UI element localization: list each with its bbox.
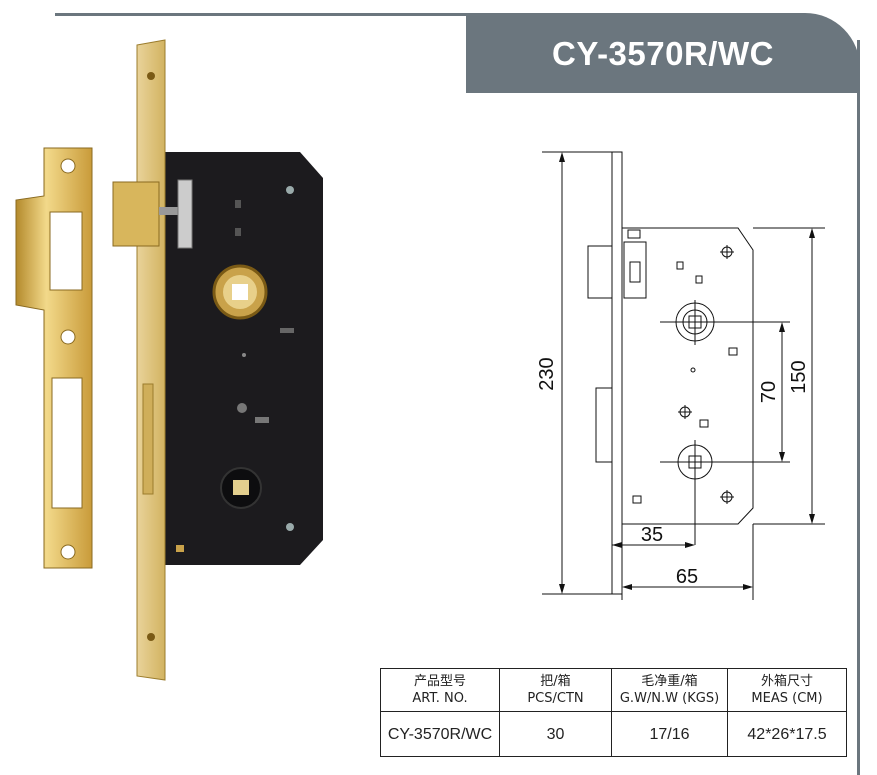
spec-header-pcs: 把/箱 PCS/CTN (499, 668, 612, 712)
spec-pcs: 30 (499, 711, 612, 757)
drawing-case (621, 227, 754, 525)
dim-total-height: 230 (536, 357, 558, 390)
strike-plate (15, 147, 93, 569)
header-cn: 产品型号 (413, 674, 466, 689)
header-rule (55, 13, 475, 16)
spec-weight: 17/16 (611, 711, 728, 757)
header-cn: 外箱尺寸 (760, 674, 813, 689)
spec-table: 产品型号 ART. NO. 把/箱 PCS/CTN 毛净重/箱 G.W/N.W … (380, 668, 847, 757)
spec-header-row: 产品型号 ART. NO. 把/箱 PCS/CTN 毛净重/箱 G.W/N.W … (380, 668, 847, 712)
header-en: PCS/CTN (527, 691, 584, 706)
spec-header-weight: 毛净重/箱 G.W/N.W (KGS) (611, 668, 728, 712)
dim-spindle-distance: 70 (758, 381, 780, 403)
latch-bolt (112, 179, 193, 249)
spec-art-no: CY-3570R/WC (380, 711, 500, 757)
dim-case-height: 150 (788, 360, 810, 393)
dim-backset: 35 (641, 524, 663, 546)
product-title: CY-3570R/WC (552, 35, 774, 72)
lock-body (165, 152, 323, 565)
spec-meas: 42*26*17.5 (727, 711, 847, 757)
header-en: ART. NO. (412, 691, 468, 706)
spec-header-art-no: 产品型号 ART. NO. (380, 668, 500, 712)
spec-value-row: CY-3570R/WC 30 17/16 42*26*17.5 (380, 711, 847, 757)
header-en: MEAS (CM) (751, 691, 823, 706)
right-rule (857, 40, 860, 775)
spec-header-meas: 外箱尺寸 MEAS (CM) (727, 668, 847, 712)
header-cn: 把/箱 (540, 674, 571, 689)
title-banner: CY-3570R/WC (466, 13, 860, 93)
dim-depth: 65 (676, 566, 698, 588)
header-cn: 毛净重/箱 (641, 674, 698, 689)
drawing-faceplate (611, 151, 623, 595)
header-en: G.W/N.W (KGS) (619, 691, 720, 706)
